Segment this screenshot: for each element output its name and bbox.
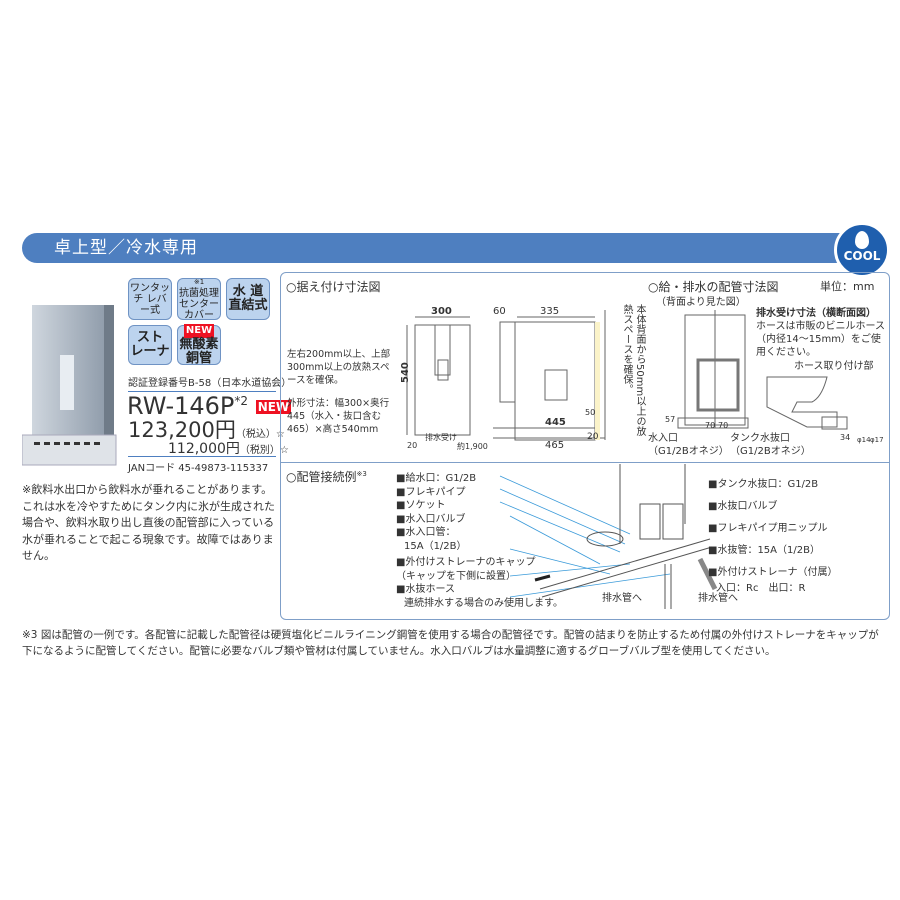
unit-label: 単位：mm [820, 280, 875, 293]
size-note: 外形寸法：幅300×奥行445（水入・抜口含む465）×高さ540mm [287, 398, 390, 435]
diagram-panel [280, 272, 890, 620]
feature-badge-lever: ワンタッチ レバー式 [128, 278, 172, 320]
model-number: RW-146P*2 NEW [127, 392, 292, 420]
dim-1900: 約1,900 [457, 441, 488, 450]
price-excl-tax: 112,000円（税別）☆ [168, 441, 289, 457]
dim-20a: 20 [407, 441, 417, 450]
dim-465: 465 [545, 440, 564, 450]
svg-text:φ14: φ14 [857, 436, 871, 444]
piping-right-labels: ■タンク水抜口：G1/2B■水抜口バルブ■フレキパイプ用ニップル■水抜管：15A… [708, 479, 838, 594]
dim-width: 300 [431, 306, 452, 317]
footnote: ※3 図は配管の一例です。各配管に記載した配管径は硬質塩化ビニルライニング鋼管を… [22, 629, 879, 657]
back-space-note: 本体背面から50mm以上の放熱スペースを確保。 [621, 304, 645, 437]
space-note: 左右200mm以上、上部300mm以上の放熱スペースを確保。 [287, 349, 391, 386]
certification: 認証登録番号B-58（日本水道協会） [128, 374, 291, 392]
dim-335: 335 [540, 306, 559, 317]
cool-label: COOL [843, 249, 881, 263]
feature-badge-strainer: スト レーナ [128, 325, 172, 365]
dim-50: 50 [585, 408, 595, 417]
water-drop-icon [855, 231, 869, 249]
drain-tray-title: 排水受け寸法（横断面図） [756, 308, 876, 319]
section-header: 卓上型／冷水専用 [22, 233, 872, 263]
dim-height: 540 [400, 362, 411, 383]
svg-text:57: 57 [665, 415, 675, 424]
svg-text:70: 70 [705, 421, 715, 430]
dim-60: 60 [493, 306, 506, 317]
feature-badge-direct: 水 道 直結式 [226, 278, 270, 320]
svg-text:φ17: φ17 [870, 436, 884, 444]
inlet-label: 水入口（G1/2Bオネジ） [648, 433, 729, 457]
price-incl-tax: 123,200円（税込）☆ [128, 418, 285, 442]
install-title: ○据え付け寸法図 [286, 280, 381, 294]
drip-note: ※飲料水出口から飲料水が垂れることがあります。これは水を冷やすためにタンク内に氷… [22, 483, 275, 562]
piping-left-labels: ■給水口：G1/2B■フレキパイプ■ソケット■水入口バルブ■水入口管：15A（1… [396, 473, 563, 609]
piping-example-title: ○配管接続例※3 [286, 470, 367, 484]
panel-divider [281, 462, 889, 463]
drain-pipe-label-2: 排水管へ [698, 593, 738, 604]
hose-mount-label: ホース取り付け部 [794, 361, 874, 372]
drain-tray-label: 排水受け [425, 432, 457, 442]
piping-dims-title: ○給・排水の配管寸法図 [648, 280, 779, 294]
drain-pipe-label-1: 排水管へ [602, 593, 642, 604]
rear-view-label: （背面より見た図） [656, 297, 746, 308]
dim-20b: 20 [587, 432, 599, 442]
piping-illustration [499, 464, 718, 609]
product-image [22, 305, 117, 466]
jan-code: JANコード 45-49873-115337 [128, 456, 276, 474]
svg-text:70: 70 [718, 421, 728, 430]
tank-drain-label: タンク水抜口（G1/2Bオネジ） [730, 433, 811, 457]
cool-badge: COOL [834, 222, 890, 278]
drain-hose-note: ホースは市販のビニルホース（内径14〜15mm）をご使用ください。 [756, 321, 885, 358]
new-badge: NEW [255, 400, 292, 414]
svg-text:34: 34 [840, 433, 850, 442]
install-dimension-drawing: 300 540 335 60 445 465 20 20 50 排水受け 約1,… [400, 306, 606, 450]
dim-445: 445 [545, 417, 566, 428]
section-title: 卓上型／冷水専用 [54, 238, 198, 258]
